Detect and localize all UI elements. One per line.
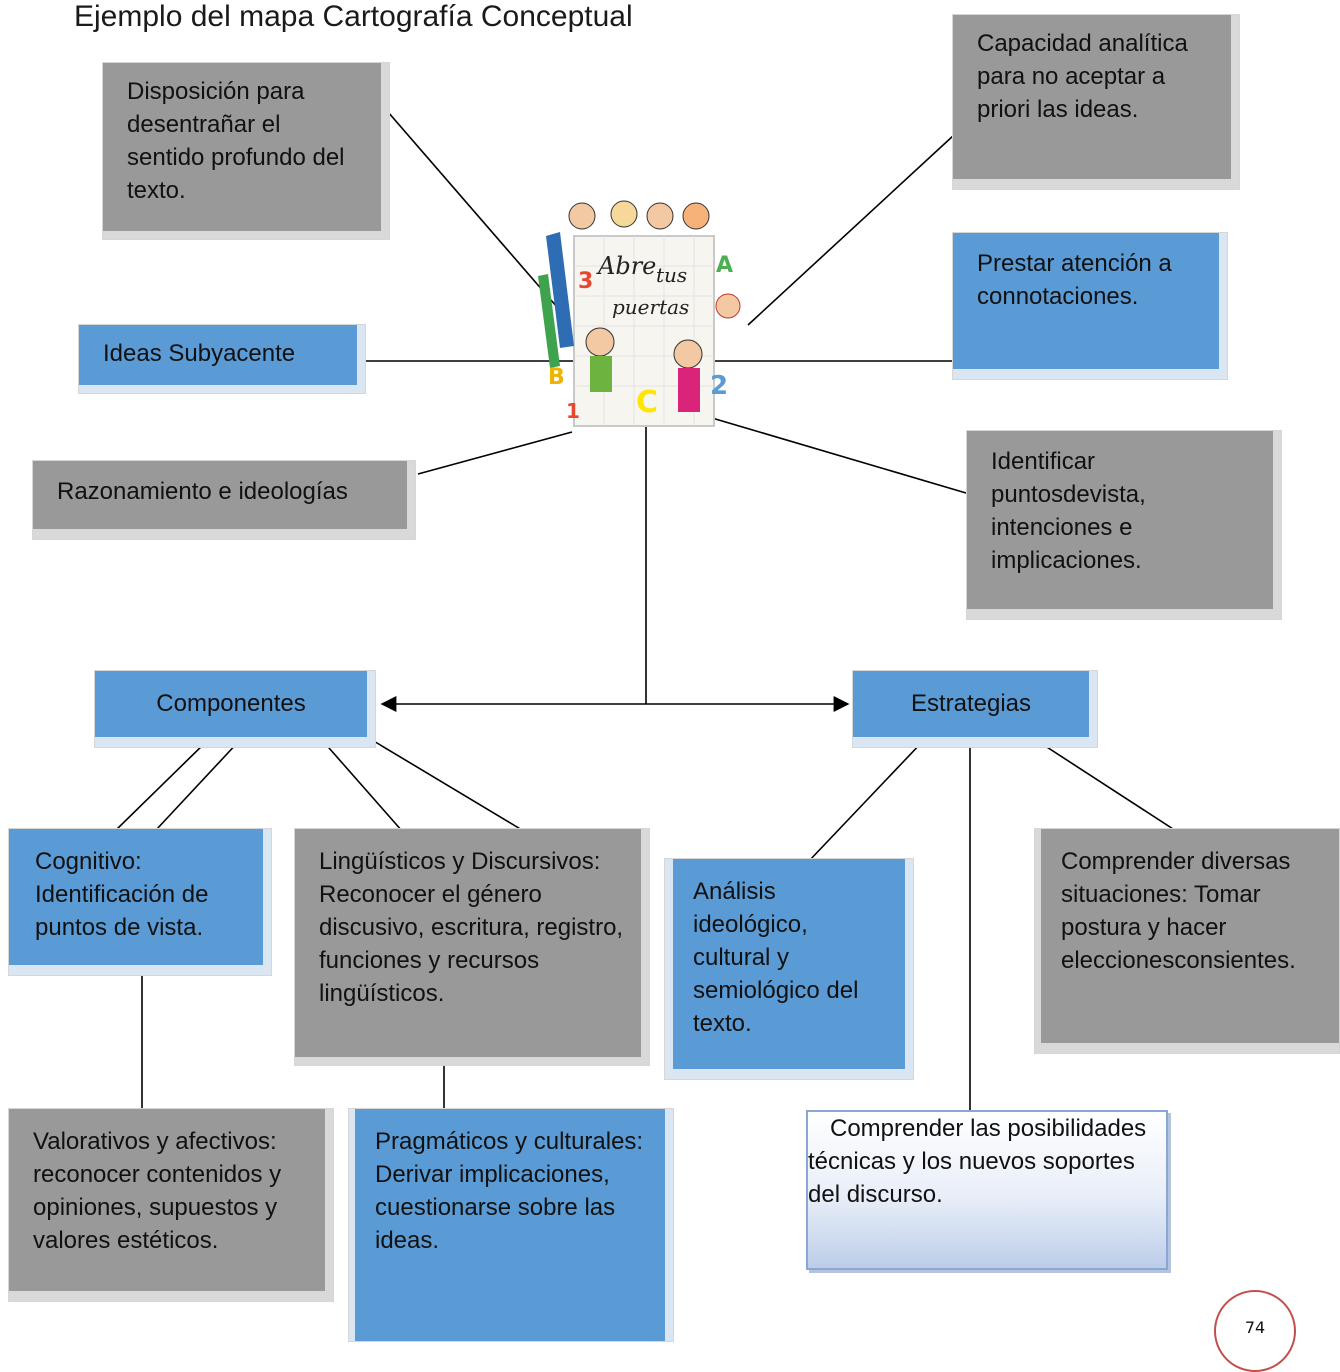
node-razonamiento: Razonamiento e ideologías xyxy=(32,460,416,540)
node-estrategias-text: Estrategias xyxy=(910,690,1032,717)
letter-b: B xyxy=(548,365,565,390)
node-identificar: Identificar puntosdevista, intenciones e… xyxy=(966,430,1282,620)
node-cognitivo: Cognitivo: Identificación de puntos de v… xyxy=(8,828,272,976)
node-identificar-text: Identificar puntosdevista, intenciones e… xyxy=(991,448,1146,574)
node-ideas: Ideas Subyacente xyxy=(78,324,366,394)
letter-a: A xyxy=(716,253,733,278)
illustration-title-tus: tus xyxy=(656,263,687,287)
letter-2: 2 xyxy=(710,371,728,401)
node-pragmaticos-text: Pragmáticos y culturales: Derivar implic… xyxy=(375,1128,644,1254)
node-valorativos: Valorativos y afectivos: reconocer conte… xyxy=(8,1108,334,1302)
node-analisis: Análisis ideológico, cultural y semiológ… xyxy=(664,858,914,1080)
node-comprender-soportes: Comprender las posibilidades técnicas y … xyxy=(806,1110,1168,1270)
illustration-title-puertas: puertas xyxy=(612,295,689,319)
node-prestar-text: Prestar atención a connotaciones. xyxy=(977,250,1172,310)
letter-1: 1 xyxy=(566,399,580,423)
node-disposicion-text: Disposición para desentrañar el sentido … xyxy=(127,78,345,204)
node-linguisticos-text: Lingüísticos y Discursivos: Reconocer el… xyxy=(319,848,624,1007)
node-ideas-text: Ideas Subyacente xyxy=(103,340,296,367)
page-title: Ejemplo del mapa Cartografía Conceptual xyxy=(74,0,633,33)
letter-3: 3 xyxy=(578,269,593,294)
node-capacidad-text: Capacidad analítica para no aceptar a pr… xyxy=(977,30,1188,123)
node-comprender-situaciones-text: Comprender diversas situaciones: Tomar p… xyxy=(1061,848,1296,974)
node-cognitivo-text: Cognitivo: Identificación de puntos de v… xyxy=(35,848,209,941)
node-linguisticos: Lingüísticos y Discursivos: Reconocer el… xyxy=(294,828,650,1066)
letter-c: C xyxy=(636,385,658,420)
node-estrategias: Estrategias xyxy=(852,670,1098,748)
node-disposicion: Disposición para desentrañar el sentido … xyxy=(102,62,390,240)
node-comprender-situaciones: Comprender diversas situaciones: Tomar p… xyxy=(1034,828,1340,1054)
node-pragmaticos: Pragmáticos y culturales: Derivar implic… xyxy=(348,1108,674,1342)
page-number: 74 xyxy=(1244,1318,1266,1337)
node-analisis-text: Análisis ideológico, cultural y semiológ… xyxy=(693,878,859,1037)
node-prestar: Prestar atención a connotaciones. xyxy=(952,232,1228,380)
node-componentes: Componentes xyxy=(94,670,376,748)
node-capacidad: Capacidad analítica para no aceptar a pr… xyxy=(952,14,1240,190)
abre-tus-puertas-illustration: Abre tus puertas 3 A B C 2 1 xyxy=(538,196,758,456)
node-razonamiento-text: Razonamiento e ideologías xyxy=(57,478,348,505)
node-valorativos-text: Valorativos y afectivos: reconocer conte… xyxy=(33,1128,282,1254)
node-componentes-text: Componentes xyxy=(156,690,306,717)
illustration-title-abre: Abre xyxy=(596,252,656,280)
node-comprender-soportes-text: Comprender las posibilidades técnicas y … xyxy=(808,1115,1147,1208)
